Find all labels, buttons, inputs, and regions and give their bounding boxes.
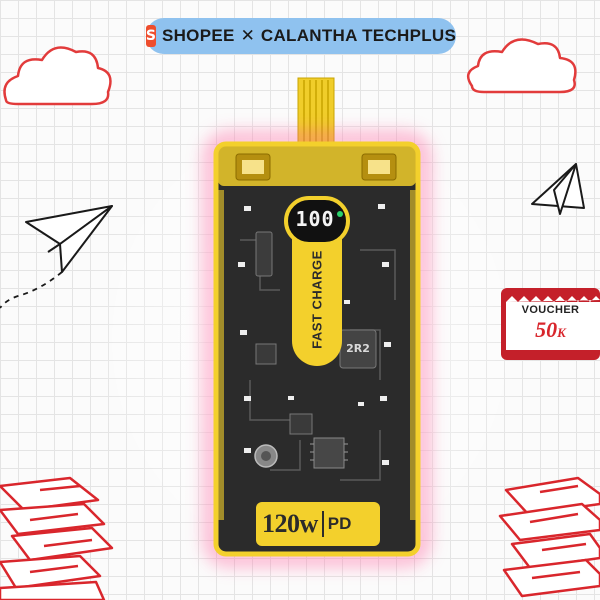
paper-plane-icon bbox=[25, 205, 113, 273]
power-rating-text: 120w bbox=[262, 509, 318, 538]
voucher-label: VOUCHER bbox=[521, 304, 580, 316]
cloud-icon bbox=[466, 38, 577, 94]
collab-separator: ✕ bbox=[240, 26, 255, 46]
power-bank bbox=[213, 141, 421, 557]
pd-text: PD bbox=[327, 514, 352, 533]
voucher-ticket bbox=[501, 288, 600, 360]
voucher-badge: VOUCHER 50K bbox=[501, 290, 600, 360]
inductor-marking: 2R2 bbox=[346, 342, 370, 355]
voucher-unit: K bbox=[557, 325, 566, 340]
cloud-icon bbox=[3, 46, 112, 106]
paper-plane-icon bbox=[531, 163, 585, 215]
store-banner: S SHOPEE ✕ CALANTHA TECHPLUS bbox=[145, 18, 457, 54]
shopee-bag-icon: S bbox=[145, 25, 156, 47]
paper-stack-icon bbox=[0, 476, 114, 600]
brand-name: SHOPEE bbox=[161, 26, 235, 45]
fast-charge-label: FAST CHARGE bbox=[309, 250, 325, 349]
partner-name: CALANTHA TECHPLUS bbox=[260, 26, 457, 45]
paper-stack-icon bbox=[498, 476, 600, 598]
battery-display: 100 bbox=[295, 207, 335, 231]
voucher-amount: 50K bbox=[501, 317, 600, 343]
power-rating-label: 120w PD bbox=[262, 506, 351, 542]
voucher-value: 50 bbox=[535, 317, 558, 342]
